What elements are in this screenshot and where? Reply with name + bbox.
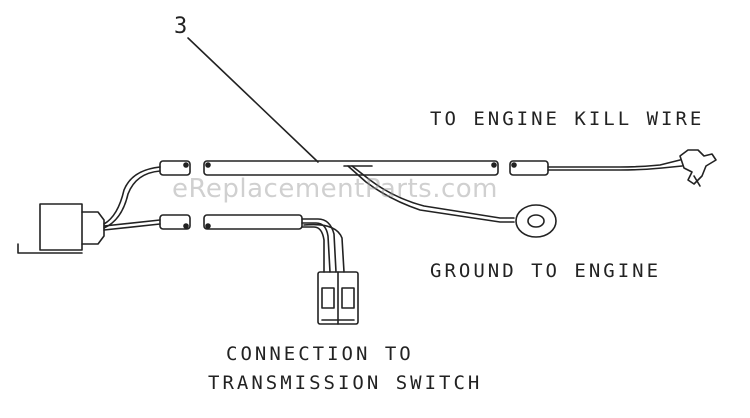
ground-wire-2 (351, 165, 515, 219)
upper-wire-lead (103, 166, 161, 225)
ground-label: GROUND TO ENGINE (430, 260, 662, 282)
sleeve-end-dot (205, 223, 211, 229)
right-short-sleeve (509, 160, 549, 176)
connection-label-line2: TRANSMISSION SWITCH (208, 372, 483, 394)
kill-wire-terminal (679, 149, 717, 185)
watermark: eReplacementParts.com (172, 174, 499, 204)
switch-wire-d (303, 223, 345, 273)
callout-number: 3 (174, 14, 188, 39)
upper-wire-lead-2 (103, 170, 161, 229)
upper-main-sleeve (203, 160, 499, 176)
switch-connector-slot-right (341, 287, 355, 309)
sleeve-end-dot (511, 162, 517, 168)
engine-kill-label: TO ENGINE KILL WIRE (430, 108, 705, 130)
sleeve-end-dot (205, 162, 211, 168)
ground-wire (347, 165, 515, 223)
sleeve-end-dots (183, 162, 517, 229)
switch-wire-a (301, 218, 337, 273)
lower-short-sleeve (159, 214, 191, 230)
connector-base-plate (17, 243, 83, 254)
sleeve-end-dot (183, 162, 189, 168)
left-connector-block (39, 203, 105, 251)
kill-wire-2 (547, 165, 683, 171)
kill-wire (547, 159, 681, 168)
kill-terminal-tab (693, 175, 701, 187)
connection-label-line1: CONNECTION TO (226, 343, 414, 365)
sleeve-end-dot (491, 162, 497, 168)
upper-short-sleeve (159, 160, 191, 176)
switch-wire-c (301, 226, 325, 273)
ground-ring-terminal (515, 204, 557, 238)
switch-wire-b (301, 222, 331, 273)
sleeve-end-dot (183, 223, 189, 229)
callout-leader-line (187, 37, 319, 163)
lower-wire-lead (103, 219, 161, 227)
lower-wire-lead-2 (103, 223, 161, 231)
switch-connector-slot-left (321, 287, 335, 309)
lower-main-sleeve (203, 214, 303, 230)
ground-ring-hole (527, 214, 545, 228)
